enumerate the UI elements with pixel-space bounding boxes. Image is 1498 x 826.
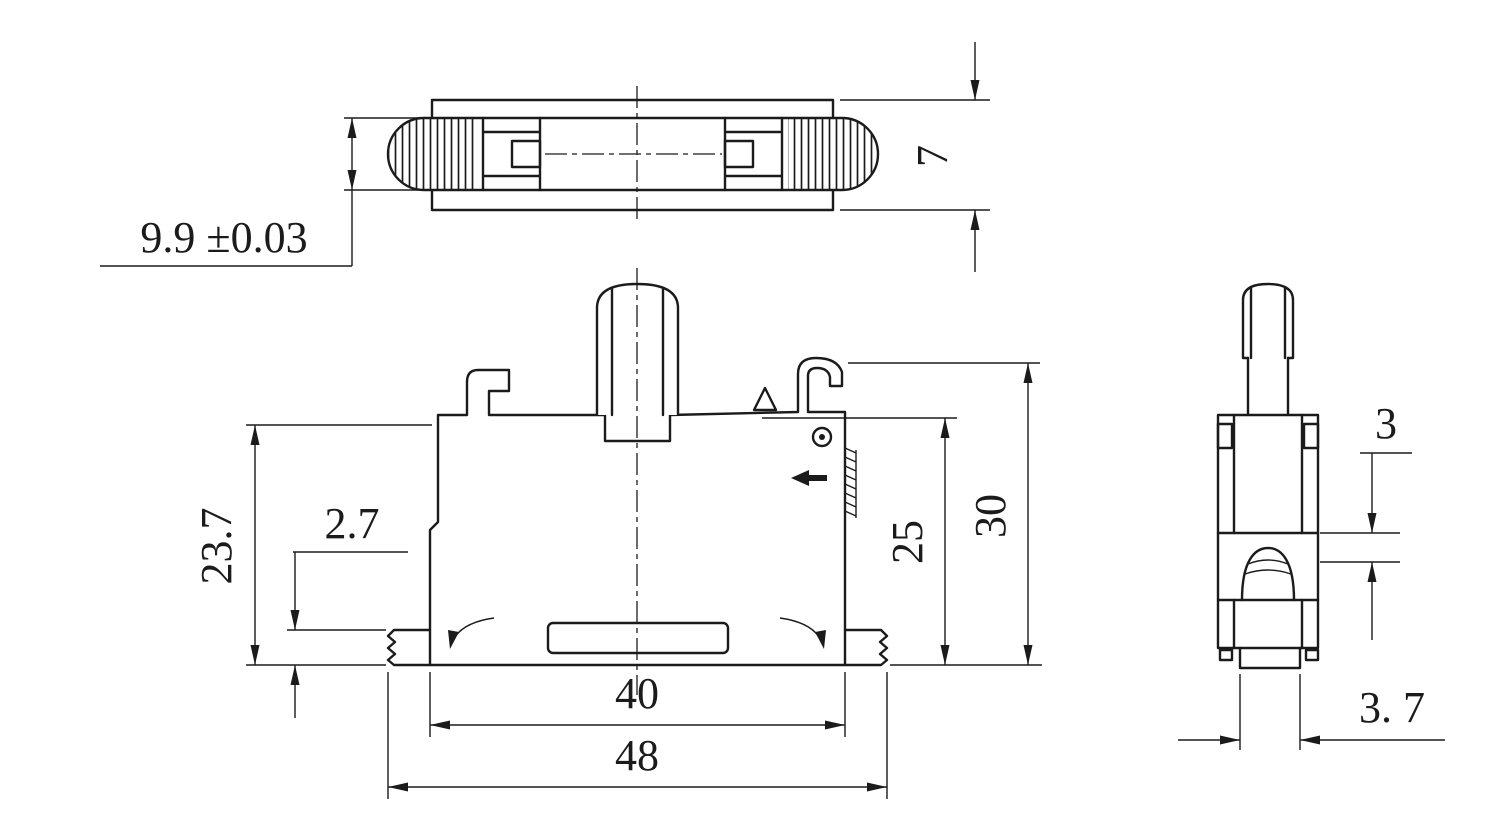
dim-25-label: 25 — [883, 520, 932, 564]
contact-spring-coils — [1244, 559, 1292, 575]
left-arrow-icon — [791, 470, 809, 486]
dim-7-label: 7 — [908, 145, 957, 167]
dim-23-7: 23.7 — [192, 424, 432, 666]
side-inner-lines — [1232, 413, 1304, 650]
left-arrow-tail — [809, 475, 827, 481]
mounting-foot-right — [843, 628, 889, 667]
dim-3-7: 3. 7 — [1178, 674, 1445, 750]
side-view — [1216, 282, 1320, 670]
side-notch-left — [1216, 422, 1234, 450]
serrated-edge — [844, 447, 857, 518]
side-slot-lines — [1216, 531, 1320, 602]
side-foot — [1238, 646, 1302, 670]
dim-9-9: 9.9 ±0.03 — [100, 117, 420, 267]
pivot-circle — [811, 426, 833, 448]
curved-arrow-right-head — [815, 630, 826, 649]
release-triangle — [752, 386, 778, 412]
dimensions: 9.9 ±0.03 7 23.7 2.7 25 — [100, 42, 1445, 799]
dim-48-label: 48 — [615, 731, 659, 780]
mounting-foot-left — [386, 628, 432, 667]
contact-spring-dome — [1240, 546, 1296, 602]
top-view — [386, 86, 880, 224]
dim-9-9-label: 9.9 ±0.03 — [140, 213, 307, 262]
dim-7: 7 — [840, 42, 990, 272]
plunger-inner-lines — [610, 287, 665, 417]
dim-30-label: 30 — [966, 494, 1015, 538]
side-plunger-inner — [1249, 286, 1287, 360]
dim-3-7-label: 3. 7 — [1359, 683, 1425, 732]
top-detail-left-inner — [510, 139, 542, 169]
curved-arrow-left-head — [448, 630, 459, 649]
side-body — [1216, 413, 1320, 650]
dim-3: 3 — [1320, 399, 1412, 640]
front-view — [386, 268, 889, 695]
dim-40: 40 — [429, 669, 846, 737]
side-notch-right — [1302, 422, 1320, 450]
knurl-cap-right — [788, 118, 878, 190]
pivot-dot — [819, 434, 825, 440]
label-window — [546, 621, 730, 655]
dim-40-label: 40 — [615, 669, 659, 718]
side-neck — [1246, 356, 1290, 417]
knurl-cap-left — [388, 118, 478, 190]
side-foot-block-left — [1218, 648, 1234, 662]
dim-2-7: 2.7 — [287, 499, 408, 718]
dim-3-label: 3 — [1375, 399, 1397, 448]
side-foot-block-right — [1304, 648, 1320, 662]
dim-48: 48 — [387, 672, 888, 799]
dim-30: 30 — [848, 362, 1040, 665]
dim-23-7-label: 23.7 — [192, 508, 241, 585]
top-detail-right-inner — [723, 139, 755, 169]
dim-2-7-label: 2.7 — [325, 499, 380, 548]
dim-25: 25 — [762, 417, 1042, 666]
